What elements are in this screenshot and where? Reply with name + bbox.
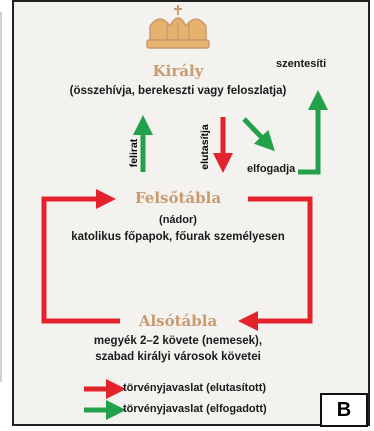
crown-icon [146,5,210,49]
elutasitja-label: elutasítja [199,124,211,170]
diagram-frame [12,0,370,426]
king-subtitle: (összehívja, berekeszti vagy feloszlatja… [69,85,287,97]
lower-house-line1: megyék 2–2 követe (nemesek), [93,335,263,347]
lower-house-title: Alsótábla [138,312,218,330]
upper-house-line1: (nádor) [159,214,197,226]
felirat-label: felirat [128,138,140,168]
elfogadja-arrow [242,117,275,152]
king-title: Király [152,62,204,80]
lower-to-upper-arrow [41,189,120,324]
left-edge-strip [0,12,2,382]
lower-house-line2: szabad királyi városok követei [95,351,261,363]
legend-rejected-label: törvényjavaslat (elutasított) [123,382,267,394]
upper-house-title: Felsőtábla [134,189,222,207]
upper-to-lower-arrow [238,196,313,331]
panel-badge: B [320,393,368,427]
upper-house-line2: katolikus főpapok, főurak személyesen [71,231,285,243]
szentesiti-arrow [298,90,328,175]
legend-accepted-label: törvényjavaslat (elfogadott) [123,403,267,415]
elfogadja-label: elfogadja [247,163,296,175]
szentesiti-label: szentesíti [276,58,327,70]
